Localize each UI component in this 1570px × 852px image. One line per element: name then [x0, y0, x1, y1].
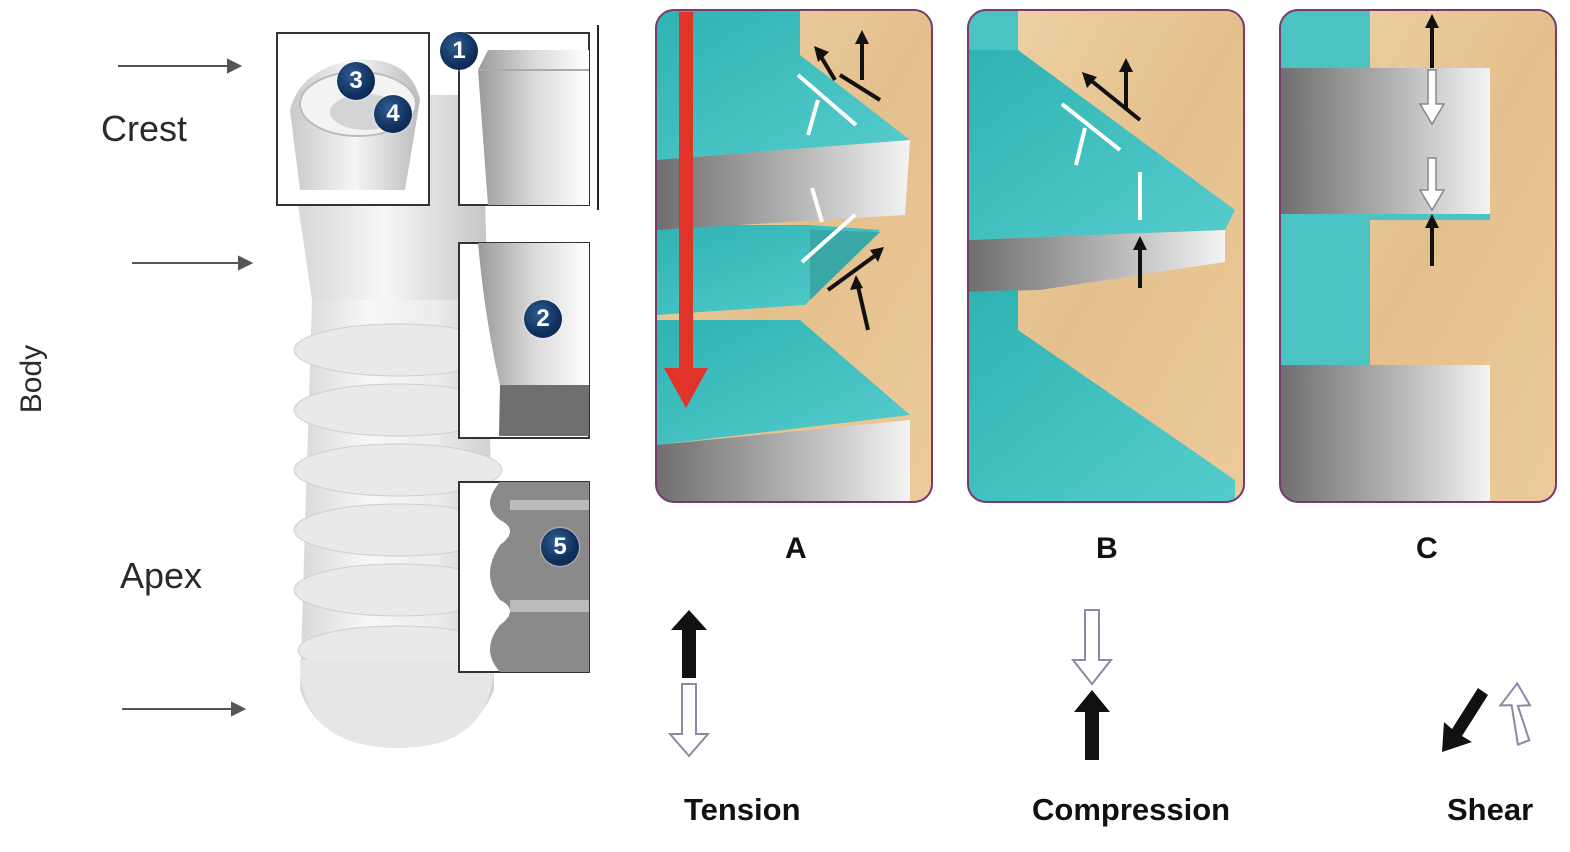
inset-collar-profile [458, 25, 599, 210]
panel-c-label: C [1416, 532, 1438, 565]
panel-a-border [655, 9, 933, 503]
inset-body-profile [458, 242, 590, 439]
shear-label: Shear [1447, 792, 1534, 827]
panel-b-label: B [1096, 532, 1118, 565]
panel-c [1280, 10, 1556, 502]
panel-c-border [1279, 9, 1557, 503]
badge-4: 4 [374, 95, 412, 133]
panel-a-label: A [785, 532, 807, 565]
panel-b-border [967, 9, 1245, 503]
panel-b [968, 10, 1244, 502]
crest-label: Crest [101, 108, 188, 149]
apex-label: Apex [120, 555, 203, 596]
compression-label: Compression [1032, 792, 1231, 827]
region-arrows [118, 58, 254, 717]
badge-3: 3 [337, 62, 375, 100]
badge-2: 2 [524, 300, 562, 338]
tension-label: Tension [684, 792, 801, 827]
tension-symbol [667, 610, 711, 758]
badge-5: 5 [541, 528, 579, 566]
badge-1: 1 [440, 32, 478, 70]
compression-symbol [1070, 609, 1114, 760]
body-label: Body [15, 344, 48, 414]
shear-symbol [1442, 681, 1532, 752]
panel-a [656, 10, 932, 502]
inset-apex-threads [458, 481, 590, 673]
implant-illustration [282, 95, 503, 748]
